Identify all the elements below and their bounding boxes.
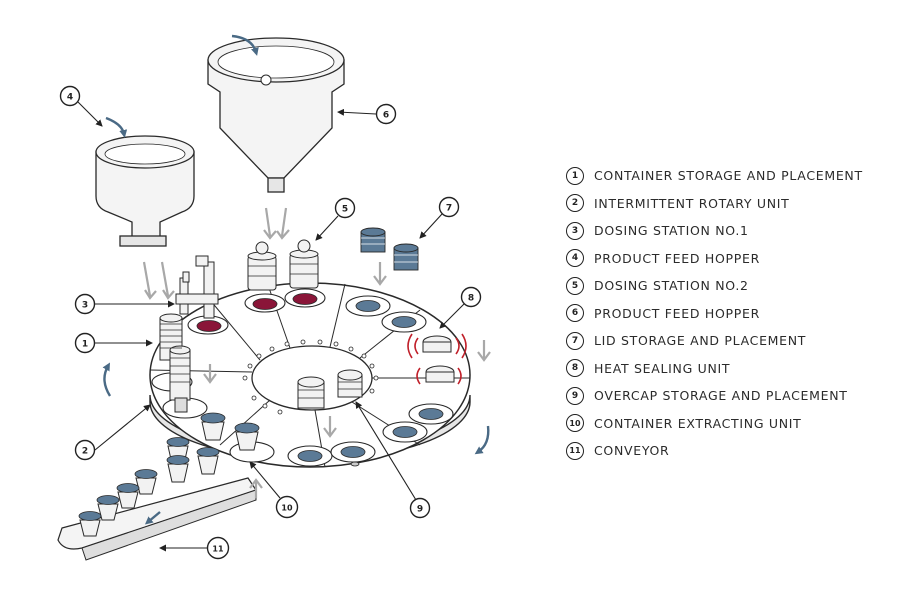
legend-item-1: 1 CONTAINER STORAGE AND PLACEMENT bbox=[566, 162, 886, 190]
legend-number: 8 bbox=[566, 359, 584, 378]
container-stack bbox=[159, 313, 191, 413]
callout-10: 10 bbox=[275, 495, 299, 519]
svg-text:9: 9 bbox=[417, 505, 423, 515]
legend-label: LID STORAGE AND PLACEMENT bbox=[594, 333, 807, 349]
legend-item-9: 9 OVERCAP STORAGE AND PLACEMENT bbox=[566, 382, 886, 410]
leader-lines bbox=[77, 101, 465, 552]
svg-text:5: 5 bbox=[342, 205, 348, 215]
legend-label: CONVEYOR bbox=[594, 443, 670, 459]
callout-3: 3 bbox=[74, 293, 96, 315]
callout-4: 4 bbox=[59, 85, 81, 107]
legend-item-8: 8 HEAT SEALING UNIT bbox=[566, 355, 886, 383]
legend-number: 7 bbox=[566, 331, 584, 350]
dosing-station-1 bbox=[175, 255, 219, 319]
legend-item-3: 3 DOSING STATION NO.1 bbox=[566, 217, 886, 245]
legend-number: 1 bbox=[566, 166, 584, 185]
legend-label: PRODUCT FEED HOPPER bbox=[594, 305, 760, 321]
legend-label: DOSING STATION NO.1 bbox=[594, 223, 749, 239]
legend-label: INTERMITTENT ROTARY UNIT bbox=[594, 195, 790, 211]
svg-text:11: 11 bbox=[212, 545, 224, 554]
svg-text:3: 3 bbox=[82, 301, 88, 311]
heat-sealing-unit bbox=[407, 333, 467, 385]
legend: 1 CONTAINER STORAGE AND PLACEMENT 2 INTE… bbox=[566, 162, 886, 465]
filled-pockets bbox=[187, 288, 326, 335]
legend-item-11: 11 CONVEYOR bbox=[566, 437, 886, 465]
svg-text:8: 8 bbox=[468, 294, 474, 304]
legend-item-7: 7 LID STORAGE AND PLACEMENT bbox=[566, 327, 886, 355]
flow-arrows bbox=[102, 34, 490, 525]
svg-text:4: 4 bbox=[67, 93, 73, 103]
callout-7: 7 bbox=[438, 196, 460, 218]
legend-number: 3 bbox=[566, 221, 584, 240]
callout-8: 8 bbox=[460, 286, 482, 308]
legend-number: 6 bbox=[566, 304, 584, 323]
legend-number: 5 bbox=[566, 276, 584, 295]
legend-item-6: 6 PRODUCT FEED HOPPER bbox=[566, 300, 886, 328]
callout-9: 9 bbox=[409, 497, 431, 519]
legend-label: OVERCAP STORAGE AND PLACEMENT bbox=[594, 388, 848, 404]
legend-label: DOSING STATION NO.2 bbox=[594, 278, 749, 294]
legend-number: 4 bbox=[566, 249, 584, 268]
dosing-station-2 bbox=[247, 239, 319, 291]
legend-number: 10 bbox=[566, 414, 584, 433]
legend-label: HEAT SEALING UNIT bbox=[594, 360, 731, 376]
legend-label: PRODUCT FEED HOPPER bbox=[594, 250, 760, 266]
legend-item-5: 5 DOSING STATION NO.2 bbox=[566, 272, 886, 300]
overcap-stacks bbox=[297, 369, 363, 409]
lid-stacks bbox=[360, 227, 419, 271]
legend-number: 11 bbox=[566, 441, 584, 460]
callout-5: 5 bbox=[334, 197, 356, 219]
extracted-cups bbox=[166, 412, 260, 483]
svg-text:7: 7 bbox=[446, 204, 452, 214]
svg-text:6: 6 bbox=[383, 111, 389, 121]
rotary-table bbox=[149, 282, 471, 468]
callout-1: 1 bbox=[74, 332, 96, 354]
callout-11: 11 bbox=[206, 536, 230, 560]
legend-number: 9 bbox=[566, 386, 584, 405]
svg-text:2: 2 bbox=[82, 447, 88, 457]
legend-label: CONTAINER EXTRACTING UNIT bbox=[594, 415, 802, 431]
callout-6: 6 bbox=[375, 103, 397, 125]
legend-item-4: 4 PRODUCT FEED HOPPER bbox=[566, 245, 886, 273]
svg-text:1: 1 bbox=[82, 340, 88, 350]
feed-arrows bbox=[142, 207, 491, 498]
callout-2: 2 bbox=[74, 439, 96, 461]
legend-number: 2 bbox=[566, 194, 584, 213]
legend-label: CONTAINER STORAGE AND PLACEMENT bbox=[594, 168, 863, 184]
legend-item-10: 10 CONTAINER EXTRACTING UNIT bbox=[566, 410, 886, 438]
legend-item-2: 2 INTERMITTENT ROTARY UNIT bbox=[566, 190, 886, 218]
svg-text:10: 10 bbox=[281, 504, 293, 513]
